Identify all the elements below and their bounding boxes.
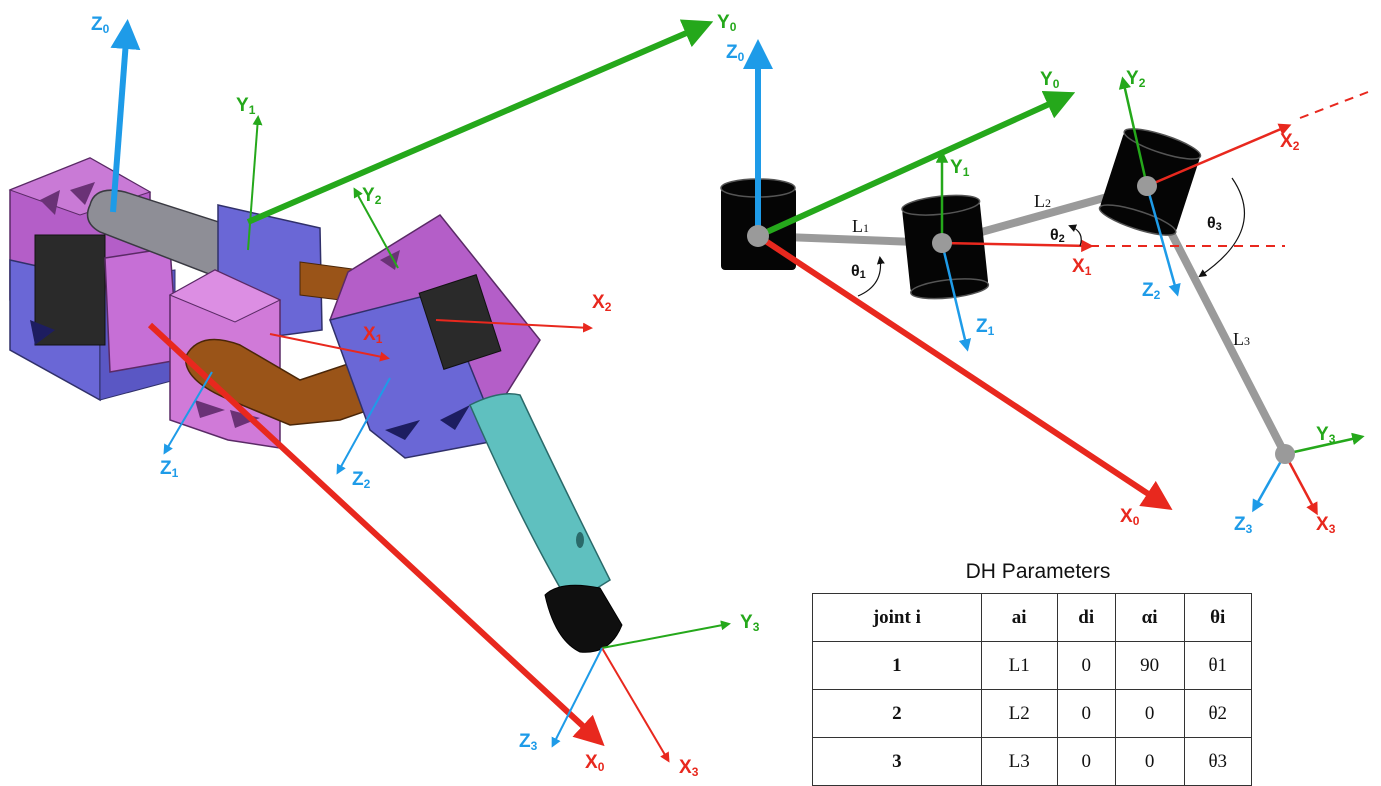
r-label-y2: Y2 (1126, 68, 1146, 90)
dh-header-a: ai (980, 593, 1058, 642)
r-z3-axis-arrow (1252, 453, 1287, 513)
label-y1: Y1 (236, 95, 256, 117)
label-x1: X1 (363, 324, 383, 346)
schematic-joints (720, 128, 1202, 300)
theta3-arc (1198, 177, 1246, 278)
dh-cell: 0 (1114, 737, 1185, 786)
dh-cell: L2 (980, 689, 1058, 738)
r-label-z1: Z1 (976, 316, 995, 338)
label-y2: Y2 (362, 185, 382, 207)
label-theta1: θ1 (851, 263, 866, 281)
dh-cell: 0 (1056, 689, 1116, 738)
z3-axis-arrow (551, 647, 603, 748)
r-x2-axis-arrow (1146, 123, 1292, 188)
r-y0-axis-arrow (756, 91, 1076, 239)
r-y2-axis-arrow (1118, 76, 1149, 187)
right-axis-labels: Z0 Y0 X0 Y1 X1 Z1 Y2 X2 Z2 Y3 X3 Z3 (726, 42, 1336, 536)
dh-cell: 0 (1056, 641, 1116, 690)
r-x0-axis-arrow (756, 233, 1173, 510)
dh-header-joint: joint i (812, 593, 982, 642)
theta2-arc (1068, 224, 1082, 247)
r-label-y1: Y1 (950, 157, 970, 179)
r-label-y3: Y3 (1316, 424, 1336, 446)
r-label-x0: X0 (1120, 506, 1140, 528)
x2-extension-dashed (1299, 91, 1369, 119)
dh-header-alpha: αi (1114, 593, 1185, 642)
label-x3: X3 (679, 757, 699, 779)
dh-table-title: DH Parameters (965, 560, 1111, 583)
label-z0: Z0 (91, 14, 110, 36)
label-z1: Z1 (160, 458, 179, 480)
label-y0: Y0 (717, 12, 737, 34)
dh-parameters-table: joint i ai di αi θi 1 L1 0 90 θ1 2 L2 0 … (812, 593, 1252, 786)
dh-cell: 90 (1114, 641, 1185, 690)
x3-axis-arrow (601, 647, 670, 763)
joint-2-center (1137, 176, 1157, 196)
joint-centers (747, 176, 1295, 464)
label-x2: X2 (592, 292, 612, 314)
label-l1: L1 (852, 216, 869, 236)
label-x0: X0 (585, 752, 605, 774)
theta1-arc (857, 256, 885, 297)
r-label-x3: X3 (1316, 514, 1336, 536)
z2-axis-arrow (336, 377, 391, 475)
angle-arcs (857, 177, 1246, 297)
left-frame-axes (110, 19, 731, 763)
r-label-x2: X2 (1280, 131, 1300, 153)
dh-header-d: di (1056, 593, 1116, 642)
r-z2-axis-arrow (1145, 185, 1181, 297)
dh-cell: θ2 (1183, 689, 1252, 738)
schematic-axes (743, 39, 1365, 516)
label-l2: L2 (1034, 191, 1051, 211)
robot-leg-cad-model (8, 157, 623, 653)
table-row: 2 L2 0 0 θ2 (812, 689, 1252, 738)
x0-axis-arrow (147, 322, 605, 747)
dh-cell: 2 (812, 689, 982, 738)
dh-cell: 1 (812, 641, 982, 690)
dh-cell: θ1 (1183, 641, 1252, 690)
dh-cell: 0 (1056, 737, 1116, 786)
joint-0-center (747, 225, 769, 247)
r-label-x1: X1 (1072, 256, 1092, 278)
z0-axis-arrow (110, 19, 141, 213)
x1-axis-arrow (269, 333, 390, 362)
y3-axis-arrow (601, 620, 731, 649)
table-row: 3 L3 0 0 θ3 (812, 737, 1252, 786)
dh-cell: 3 (812, 737, 982, 786)
dh-cell: L1 (980, 641, 1058, 690)
angle-labels: θ1 θ2 θ3 (851, 215, 1222, 281)
x2-axis-arrow (435, 319, 593, 333)
r-y3-axis-arrow (1284, 432, 1365, 456)
label-z2: Z2 (352, 469, 371, 491)
r-label-z0: Z0 (726, 42, 745, 64)
r-label-y0: Y0 (1040, 69, 1060, 91)
r-label-z2: Z2 (1142, 280, 1161, 302)
y0-axis-arrow (246, 19, 714, 225)
label-y3: Y3 (740, 612, 760, 634)
label-z3: Z3 (519, 731, 538, 753)
left-axis-labels: Z0 Y0 X0 Y1 X1 Z1 Y2 X2 Z2 Y3 X3 Z3 (91, 12, 760, 779)
dh-cell: L3 (980, 737, 1058, 786)
link-labels: L1 L2 L3 (852, 191, 1250, 349)
joint-3-center (1275, 444, 1295, 464)
label-theta2: θ2 (1050, 227, 1065, 245)
r-label-z3: Z3 (1234, 514, 1253, 536)
r-z1-axis-arrow (940, 242, 972, 352)
y2-axis-arrow (353, 187, 399, 269)
r-x1-axis-arrow (941, 239, 1094, 253)
label-l3: L3 (1233, 329, 1250, 349)
y1-axis-arrow (247, 115, 263, 251)
z1-axis-arrow (163, 371, 213, 455)
schematic-links (757, 91, 1369, 456)
dh-cell: θ3 (1183, 737, 1252, 786)
dh-cell: 0 (1114, 689, 1185, 738)
dh-header-row: joint i ai di αi θi (812, 593, 1252, 642)
dh-header-theta: θi (1183, 593, 1252, 642)
r-x3-axis-arrow (1283, 453, 1318, 516)
table-row: 1 L1 0 90 θ1 (812, 641, 1252, 690)
joint-1-center (932, 233, 952, 253)
label-theta3: θ3 (1207, 215, 1222, 233)
